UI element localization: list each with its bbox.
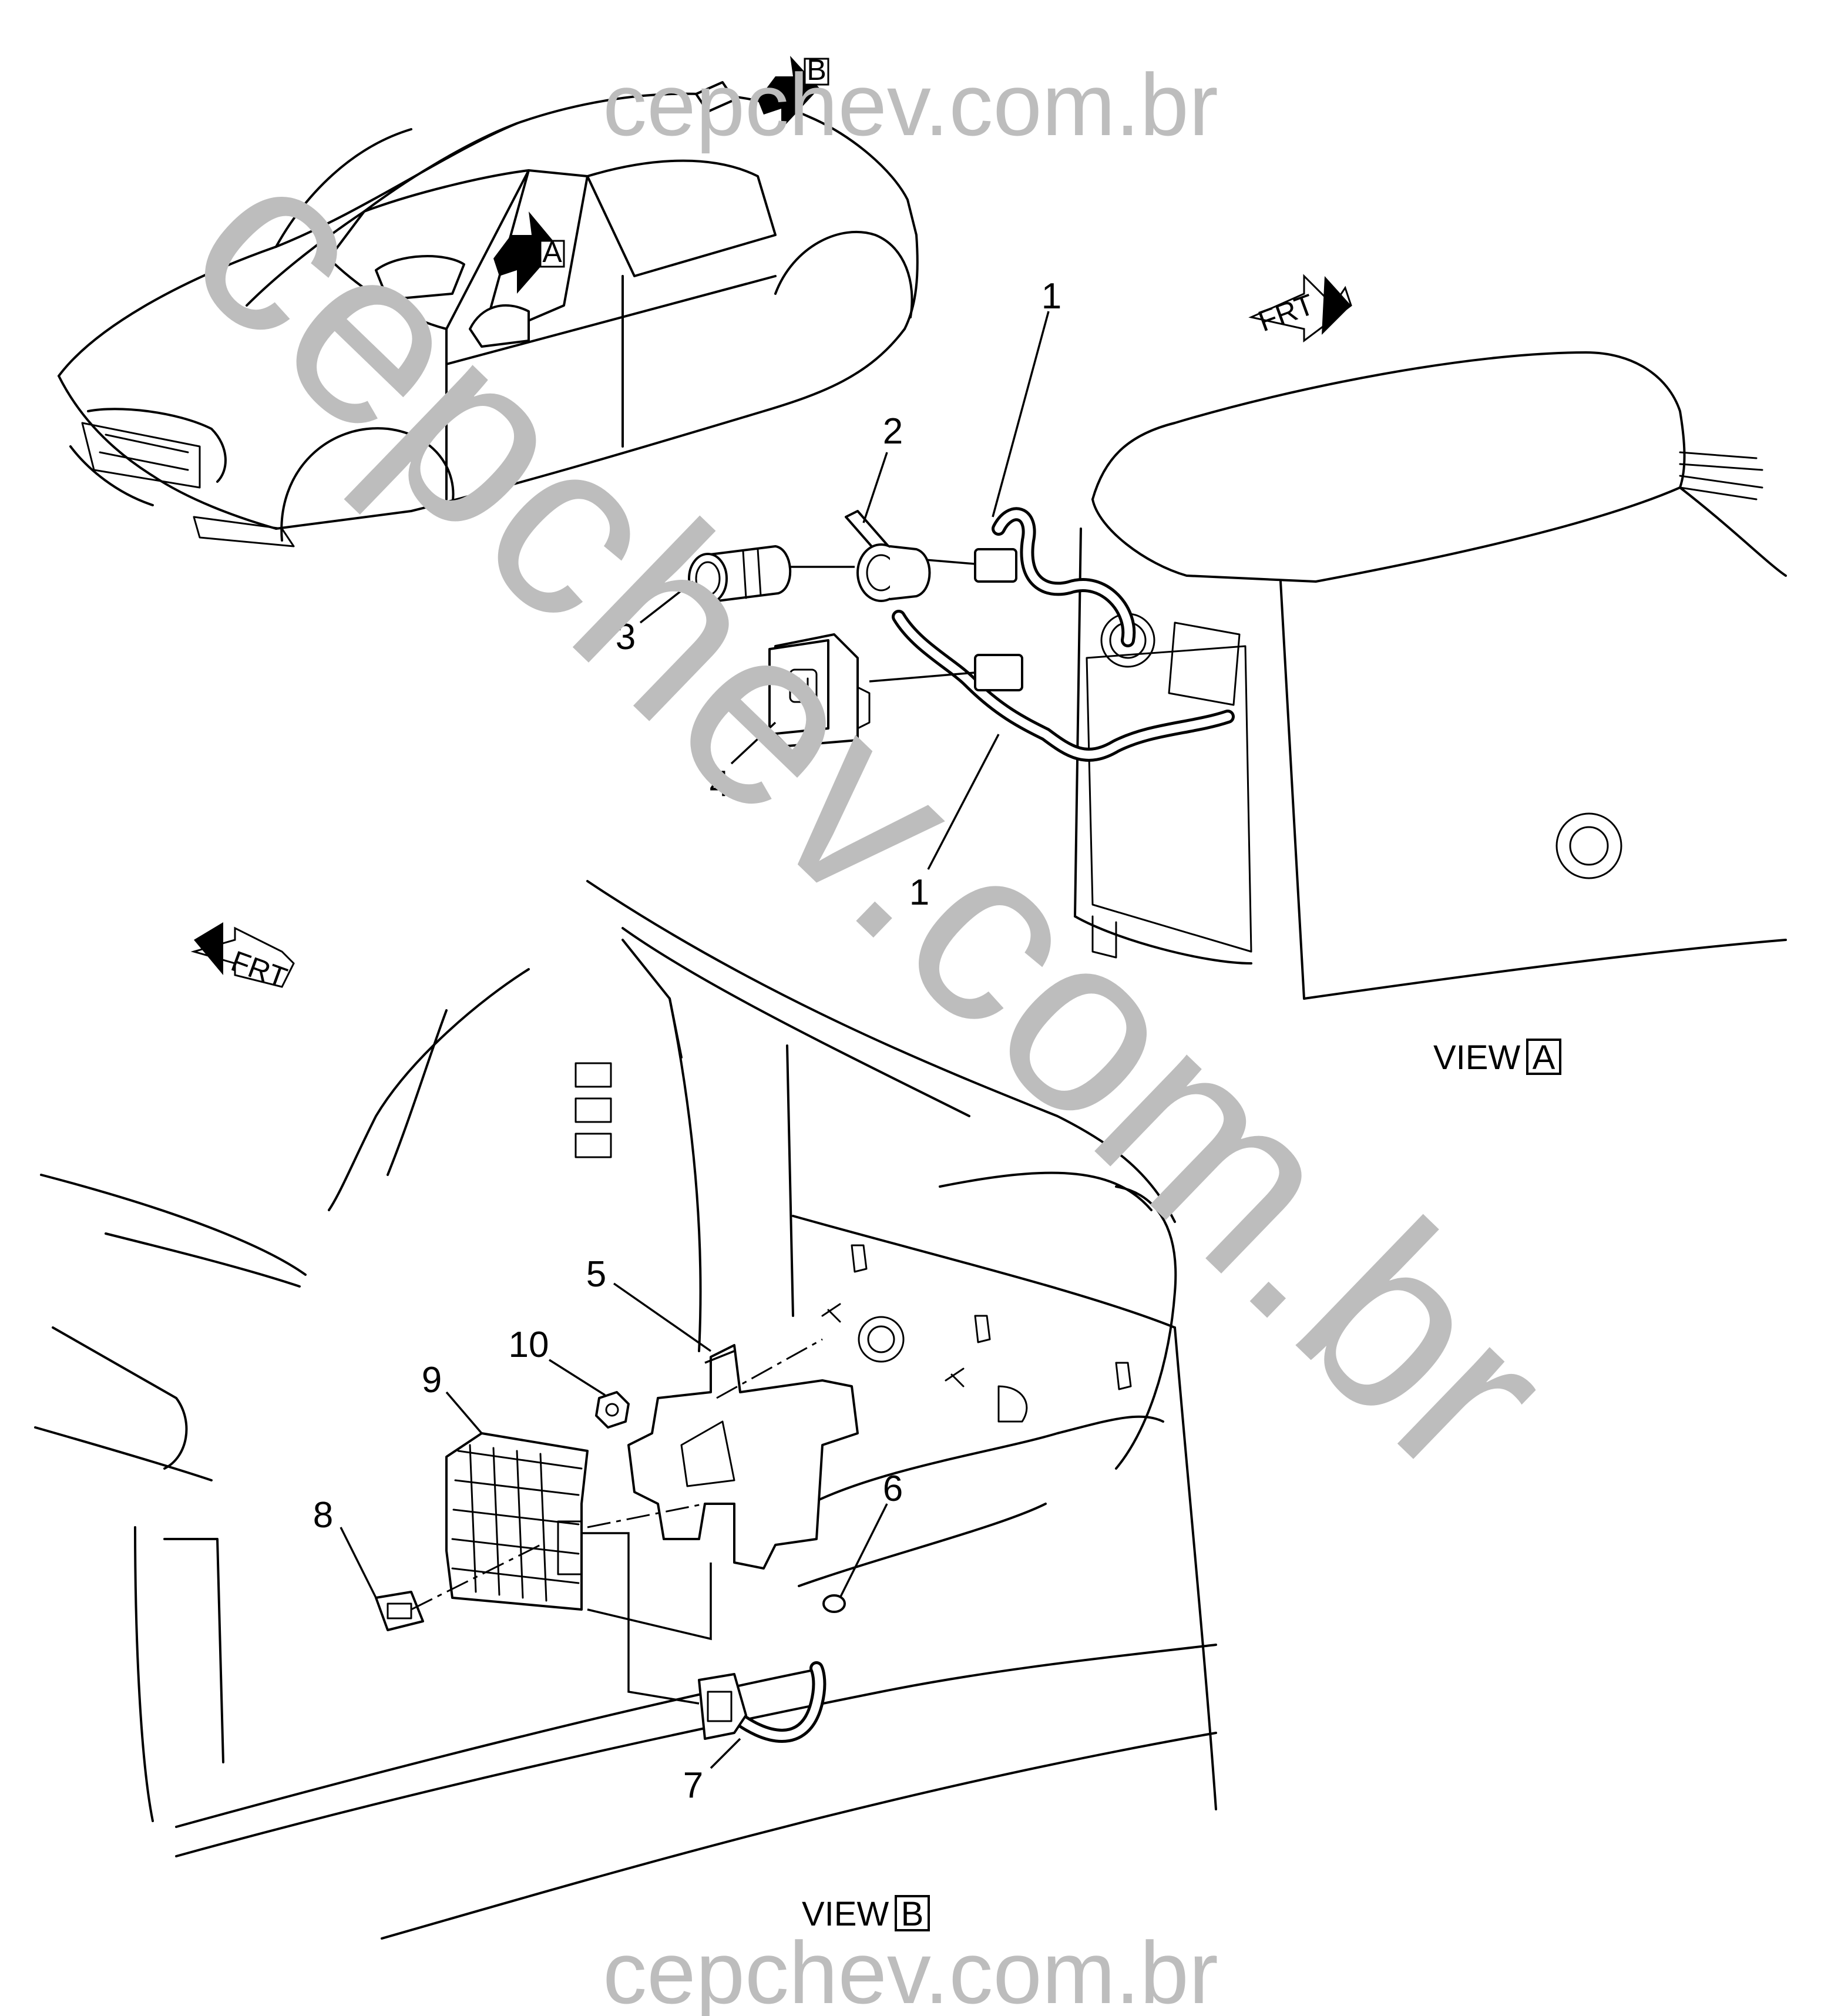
part-2-socket-retainer	[787, 510, 931, 602]
part-4-ac-power-outlet	[768, 633, 871, 747]
amplifier-connection-line-1	[411, 1544, 541, 1611]
svg-text:5: 5	[586, 1254, 606, 1295]
svg-text:2: 2	[883, 411, 903, 452]
svg-text:1: 1	[1041, 276, 1061, 317]
svg-text:VIEW: VIEW	[802, 1895, 889, 1933]
svg-text:VIEW: VIEW	[1433, 1039, 1520, 1077]
svg-text:6: 6	[883, 1469, 903, 1509]
part-6-bolt	[822, 1594, 846, 1613]
view-a-console-illustration	[1074, 351, 1787, 1000]
view-a-label: VIEW A	[1433, 1039, 1561, 1077]
callout-10: 10	[509, 1325, 606, 1396]
part-5-fastener-line	[716, 1338, 823, 1399]
front-direction-indicator-view-b: FRT	[190, 922, 295, 994]
watermark-top: cepchev.com.br	[603, 55, 1218, 154]
svg-text:9: 9	[422, 1360, 442, 1400]
view-b-arrow: B	[758, 53, 829, 129]
svg-text:10: 10	[509, 1325, 549, 1365]
svg-text:4: 4	[710, 764, 730, 804]
svg-text:3: 3	[616, 617, 636, 657]
callout-6: 6	[839, 1469, 903, 1598]
callout-4: 4	[710, 721, 777, 804]
watermark-bottom: cepchev.com.br	[603, 1923, 1218, 2016]
svg-text:1: 1	[909, 872, 929, 913]
front-direction-indicator-view-a: FRT	[1248, 274, 1352, 342]
wiring-harness	[869, 507, 1235, 762]
watermark-diagonal: cepchev.com.br	[138, 100, 1604, 1530]
callout-9: 9	[422, 1360, 483, 1434]
callout-5: 5	[586, 1254, 712, 1352]
callout-1-upper: 1	[992, 276, 1061, 518]
view-b-label: VIEW B	[802, 1895, 930, 1933]
callout-7: 7	[683, 1738, 741, 1806]
callout-2: 2	[862, 411, 903, 523]
svg-text:8: 8	[313, 1495, 333, 1535]
part-7-harness-connector	[698, 1661, 826, 1743]
view-b-arrow-letter: B	[807, 53, 826, 86]
view-b-letter: B	[901, 1895, 924, 1933]
part-9-radio-amplifier	[445, 1432, 589, 1611]
view-a-letter: A	[1533, 1039, 1555, 1077]
callout-3: 3	[616, 580, 694, 657]
harness-routing-line	[582, 1532, 700, 1705]
part-5-amplifier-bracket	[627, 1344, 859, 1570]
part-8-electrical-connector	[375, 1591, 424, 1631]
amplifier-connection-line-2	[587, 1503, 705, 1528]
part-10-nut	[595, 1391, 630, 1429]
svg-text:7: 7	[683, 1765, 703, 1806]
callout-8: 8	[313, 1495, 377, 1598]
view-b-trunk-illustration	[34, 880, 1217, 1940]
view-a-arrow: A	[493, 211, 565, 294]
vehicle-overview-illustration	[58, 81, 919, 547]
part-3-power-outlet-plug	[688, 545, 791, 604]
view-a-arrow-letter: A	[542, 236, 562, 268]
bracket-routing-line	[587, 1563, 712, 1641]
callout-1-lower: 1	[909, 734, 1000, 913]
